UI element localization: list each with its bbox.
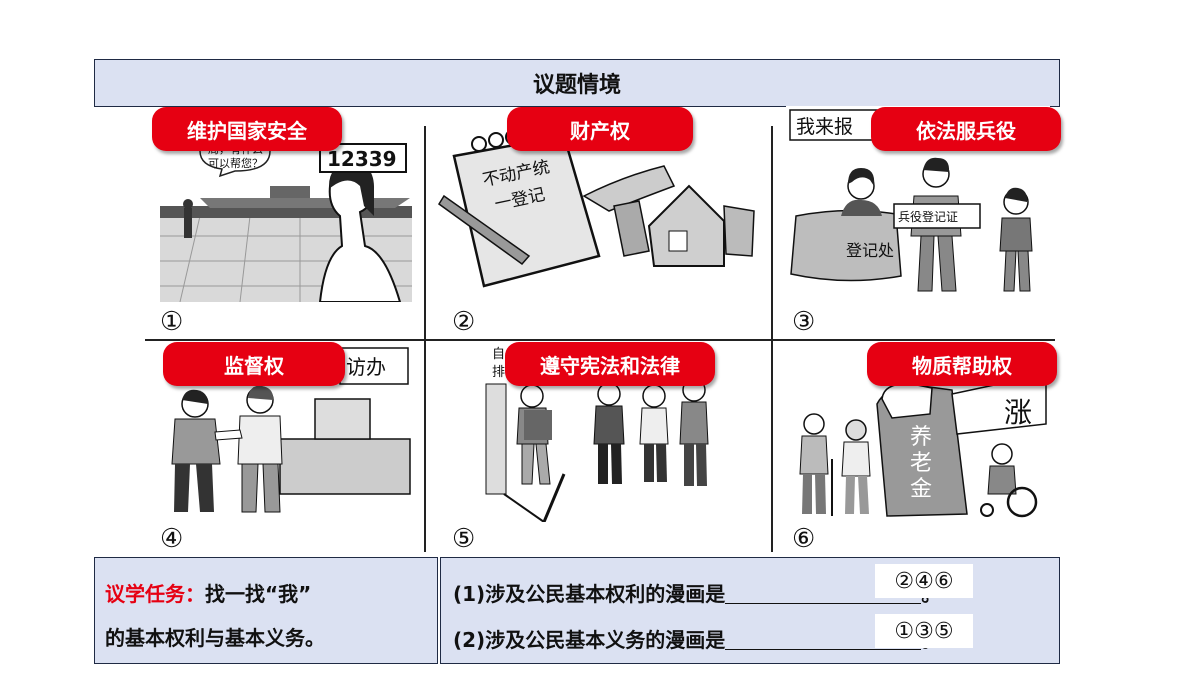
question-2-text: (2)涉及公民基本义务的漫画是 bbox=[453, 628, 726, 652]
national-security-comic: 局，有什么 可以帮您？ 12339 bbox=[160, 135, 412, 302]
panel-number-4: ④ bbox=[160, 524, 184, 554]
wheelchair-icon bbox=[1006, 486, 1038, 518]
obey-constitution-comic: 自 排 bbox=[485, 347, 709, 522]
tag-national-security: 维护国家安全 bbox=[152, 107, 342, 151]
task-questions: (1)涉及公民基本权利的漫画是。 (2)涉及公民基本义务的漫画是。 ②④⑥ ①③… bbox=[440, 557, 1060, 664]
material-assistance-comic: 养 老 金 涨 bbox=[799, 373, 1047, 518]
monitor-icon bbox=[314, 398, 371, 440]
answer-blank-2[interactable] bbox=[725, 627, 922, 650]
sign-text: 访办 bbox=[346, 355, 386, 379]
task-text-1: 找一找“我” bbox=[205, 582, 312, 606]
hotline-number: 12339 bbox=[327, 147, 397, 171]
pension-text-2: 老 bbox=[910, 451, 932, 476]
tag-label: 维护国家安全 bbox=[187, 118, 307, 143]
bubble-text-2: 可以帮您？ bbox=[208, 157, 263, 170]
topic-title: 议题情境 bbox=[532, 73, 621, 98]
tag-label: 财产权 bbox=[570, 118, 630, 143]
tag-label: 遵守宪法和法律 bbox=[540, 353, 680, 378]
topic-header: 议题情境 bbox=[94, 59, 1060, 107]
task-label: 议学任务： bbox=[105, 582, 205, 606]
desk-text: 登记处 bbox=[846, 241, 894, 260]
question-1: (1)涉及公民基本权利的漫画是。 bbox=[453, 578, 941, 607]
rise-text: 涨 bbox=[1004, 396, 1032, 429]
tag-military-service: 依法服兵役 bbox=[871, 107, 1061, 151]
supervision-right-comic: 访办 bbox=[171, 347, 411, 513]
panel-number-2: ② bbox=[452, 307, 476, 337]
certificate-text: 兵役登记证 bbox=[898, 209, 958, 224]
comic-panel-1: 局，有什么 可以帮您？ 12339 bbox=[160, 126, 412, 302]
sign-text-1: 自 bbox=[492, 347, 505, 362]
task-description: 议学任务：找一找“我” 的基本权利与基本义务。 bbox=[94, 557, 438, 664]
pension-text-1: 养 bbox=[910, 425, 932, 450]
tag-supervision-right: 监督权 bbox=[163, 342, 345, 386]
sign-text: 我来报 bbox=[796, 116, 853, 138]
comic-panel-2: 不动产统 一登记 bbox=[434, 126, 760, 302]
panel-number-1: ① bbox=[160, 307, 184, 337]
notebook-icon bbox=[452, 134, 601, 288]
fist-icon bbox=[881, 383, 933, 419]
property-right-comic: 不动产统 一登记 bbox=[437, 129, 755, 288]
question-1-text: (1)涉及公民基本权利的漫画是 bbox=[453, 582, 726, 606]
military-service-comic: 我来报 登记处 兵役登记证 bbox=[789, 109, 1033, 292]
answer-blank-1[interactable] bbox=[725, 581, 922, 604]
house-icon bbox=[647, 184, 725, 267]
tag-label: 监督权 bbox=[224, 353, 284, 378]
grid-divider bbox=[145, 339, 1055, 341]
certificate-icon bbox=[893, 203, 981, 229]
task-line-2: 的基本权利与基本义务。 bbox=[105, 626, 325, 650]
pen-icon bbox=[437, 194, 531, 266]
tag-material-assistance: 物质帮助权 bbox=[867, 342, 1057, 386]
task-line-1: 议学任务：找一找“我” bbox=[105, 572, 427, 616]
tag-property-right: 财产权 bbox=[507, 107, 693, 151]
desk-icon bbox=[279, 438, 411, 495]
pension-text-3: 金 bbox=[910, 477, 932, 502]
handshake-icon bbox=[214, 429, 243, 441]
answer-1: ②④⑥ bbox=[875, 564, 973, 598]
tag-label: 物质帮助权 bbox=[912, 353, 1012, 378]
sign-text-2: 排 bbox=[492, 365, 505, 380]
tag-label: 依法服兵役 bbox=[916, 118, 1016, 143]
question-2: (2)涉及公民基本义务的漫画是。 bbox=[453, 624, 941, 653]
desk-icon bbox=[790, 209, 902, 282]
panel-number-3: ③ bbox=[792, 307, 816, 337]
panel-number-5: ⑤ bbox=[452, 524, 476, 554]
panel-number-6: ⑥ bbox=[792, 524, 816, 554]
tag-obey-constitution: 遵守宪法和法律 bbox=[505, 342, 715, 386]
answer-2: ①③⑤ bbox=[875, 614, 973, 648]
